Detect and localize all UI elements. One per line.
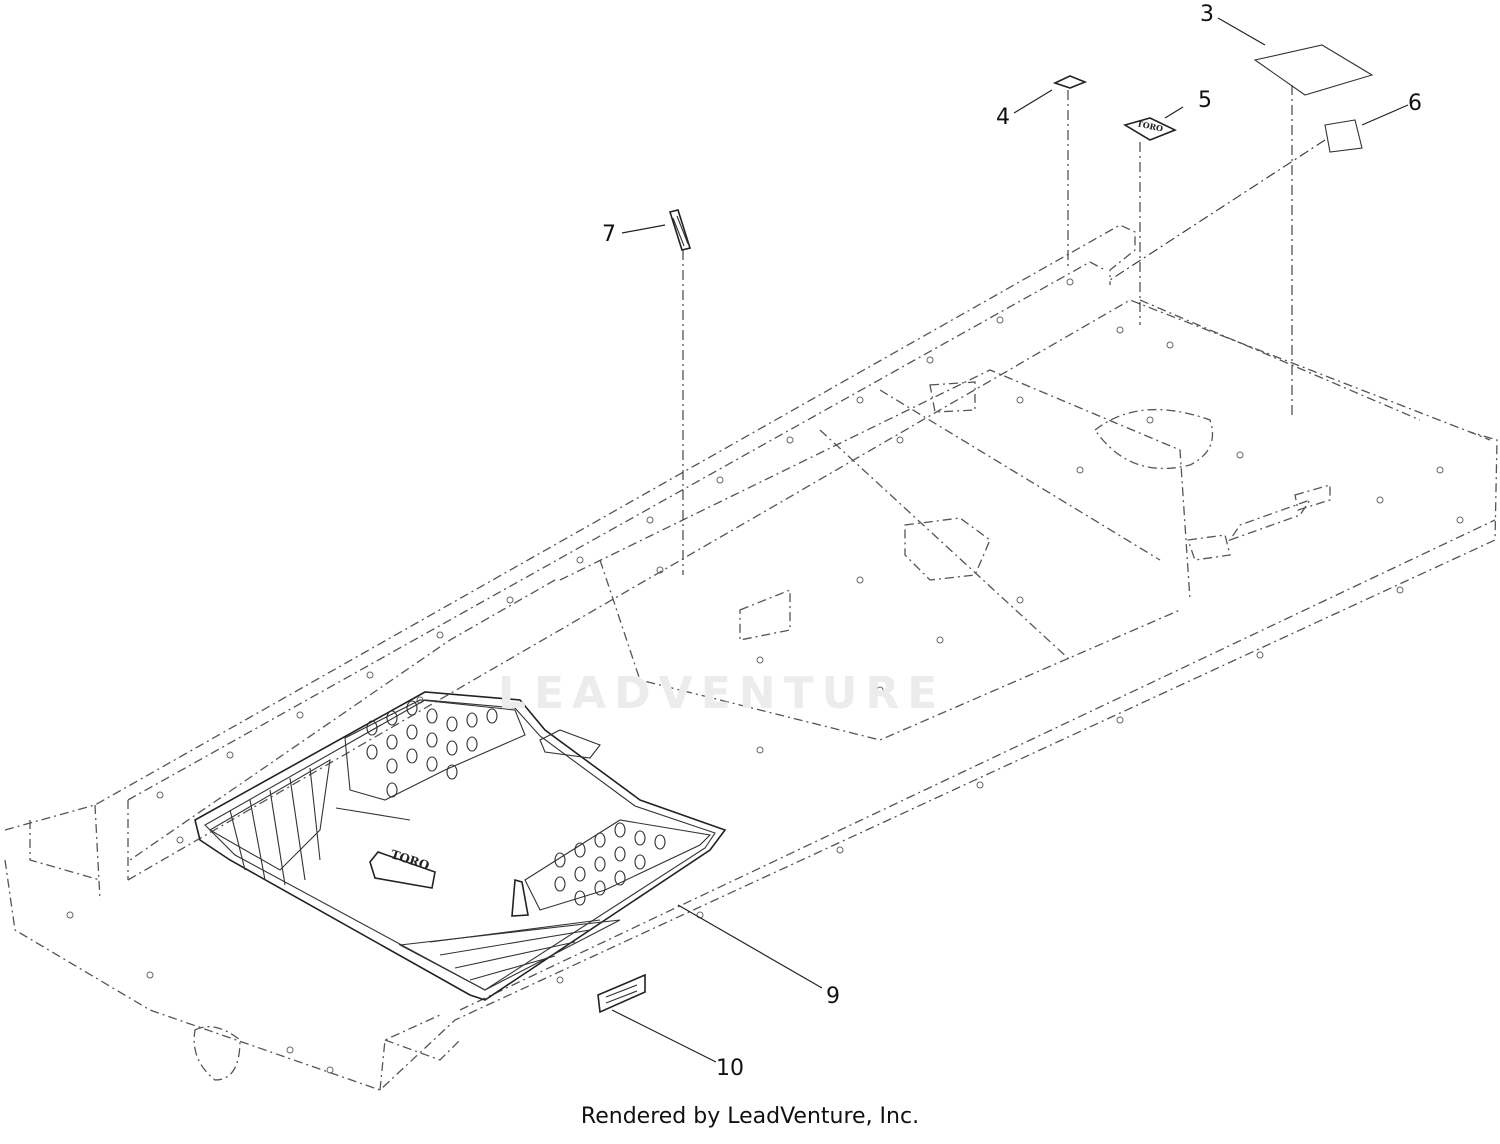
callout-4: 4 xyxy=(996,105,1010,130)
callout-6: 6 xyxy=(1408,91,1422,116)
decal-5 xyxy=(1122,117,1177,141)
side-decal xyxy=(597,973,646,1014)
decal-7 xyxy=(668,209,692,251)
decal-4 xyxy=(1052,75,1088,89)
mat-tread-bars xyxy=(229,767,601,981)
render-credit: Rendered by LeadVenture, Inc. xyxy=(580,1104,920,1129)
frame-holes xyxy=(66,278,1464,1074)
decal-3 xyxy=(1253,44,1374,96)
watermark-text: LEADVENTURE xyxy=(498,668,946,719)
mat-grip-ovals xyxy=(366,700,666,906)
callout-9: 9 xyxy=(826,984,840,1009)
callout-5: 5 xyxy=(1198,88,1212,113)
mat-logo-plate xyxy=(369,851,436,889)
callout-3: 3 xyxy=(1200,2,1214,27)
install-lines xyxy=(682,85,1326,575)
callout-7: 7 xyxy=(602,222,616,247)
leader-lines xyxy=(611,17,1409,1063)
decal-6 xyxy=(1324,119,1363,153)
callout-10: 10 xyxy=(716,1056,744,1081)
floor-mat xyxy=(194,691,727,1001)
chassis-frame xyxy=(4,224,1498,1091)
